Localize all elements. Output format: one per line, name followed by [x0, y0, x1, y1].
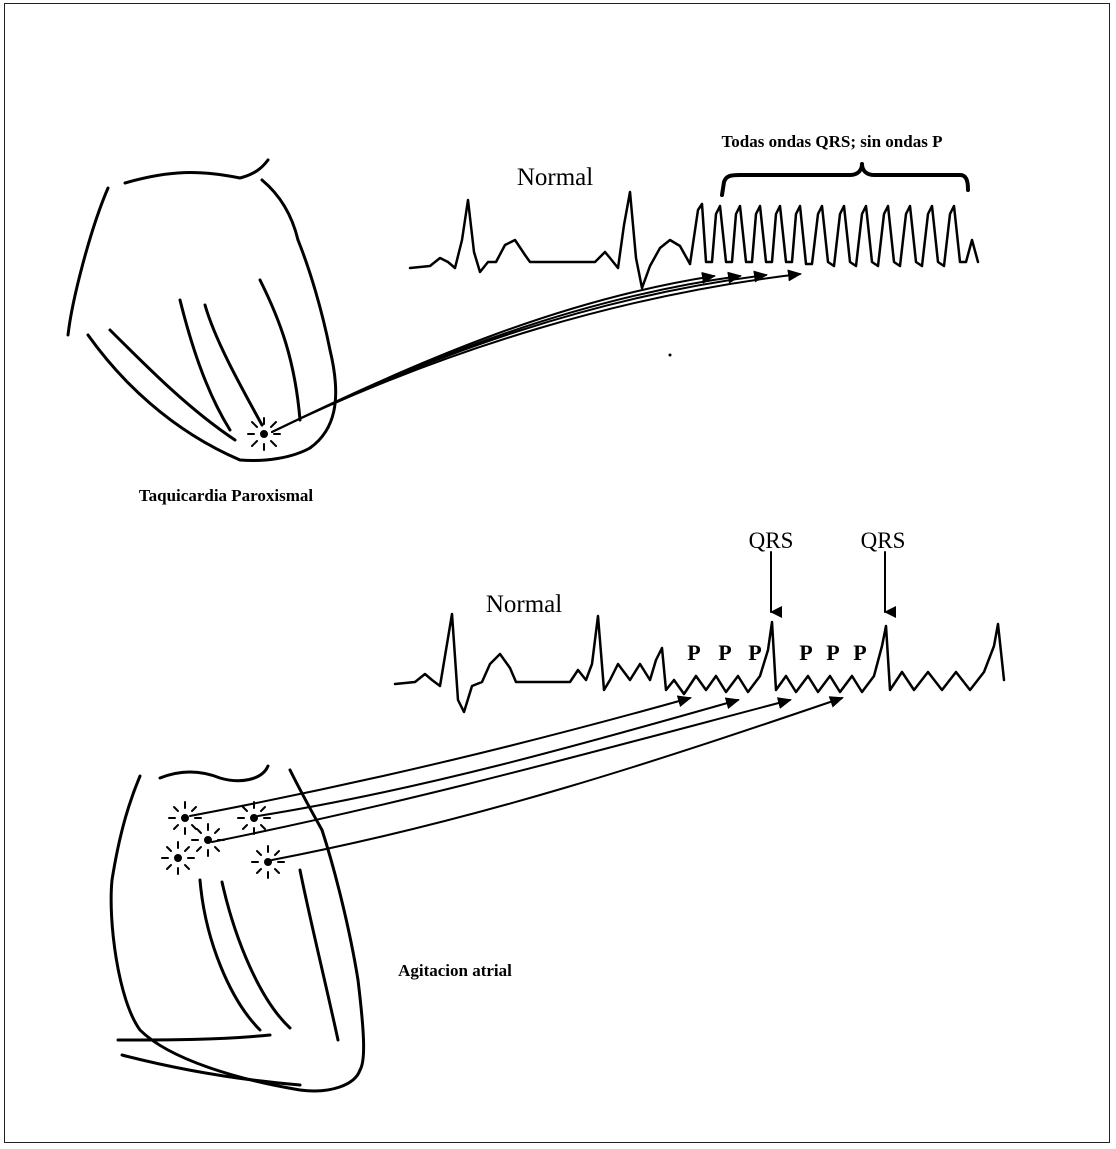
bottom-caption: Agitacion atrial — [398, 961, 512, 980]
top-conduction-arrows — [272, 274, 800, 432]
bottom-heart — [111, 766, 363, 1091]
top-normal-label: Normal — [517, 164, 593, 191]
qrs-label-2: QRS — [861, 528, 906, 553]
top-heart — [68, 160, 336, 461]
top-ecg-trace — [410, 192, 978, 288]
top-caption: Taquicardia Paroxismal — [139, 486, 314, 505]
top-brace — [722, 164, 968, 195]
top-ectopic-focus — [248, 418, 280, 450]
bottom-normal-label: Normal — [486, 591, 562, 618]
speck-mark — [669, 354, 672, 357]
top-title: Todas ondas QRS; sin ondas P — [722, 132, 943, 151]
p-label-2: P — [718, 640, 731, 665]
p-label-4: P — [799, 640, 812, 665]
bottom-conduction-arrows — [190, 698, 842, 860]
p-label-6: P — [853, 640, 866, 665]
qrs-arrows — [771, 552, 885, 612]
p-label-5: P — [826, 640, 839, 665]
qrs-label-1: QRS — [749, 528, 794, 553]
p-label-1: P — [687, 640, 700, 665]
p-label-3: P — [748, 640, 761, 665]
